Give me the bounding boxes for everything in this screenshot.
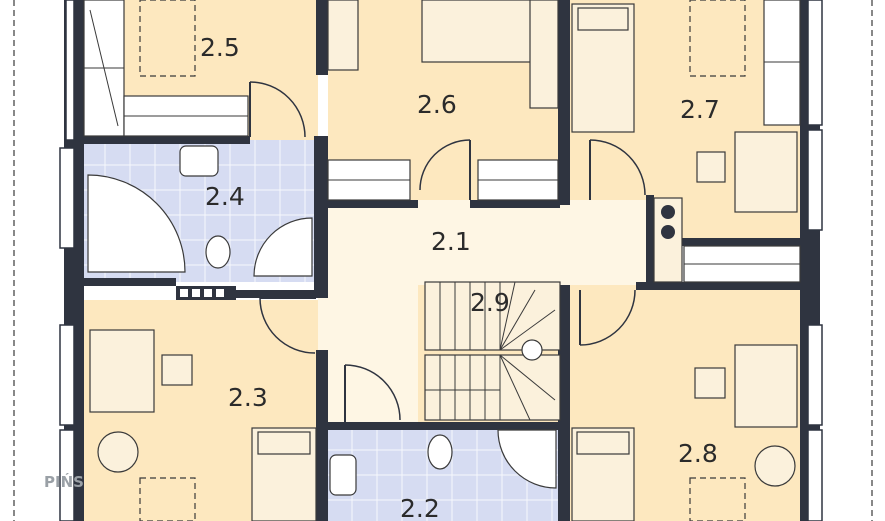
wall-2-5-2-6 (316, 0, 328, 75)
room-2-6-furniture (327, 0, 559, 201)
window-2-7 (807, 0, 823, 126)
sink-2-4 (179, 145, 219, 177)
room-label-2-4: 2.4 (205, 182, 245, 211)
chair-2-3 (161, 354, 193, 386)
room-2-1-lower-floor (318, 285, 418, 425)
wall-2-6-2-7 (558, 0, 570, 205)
interior-walls (82, 0, 802, 521)
pillow-2-3 (257, 431, 311, 455)
door-arc-2-5 (249, 81, 306, 138)
corner-bathtub-2-4 (87, 174, 186, 273)
wall-2-7-left-lower (646, 195, 654, 290)
door-arc-2-8 (579, 289, 636, 346)
room-label-2-2: 2.2 (400, 494, 440, 521)
shower-2-2 (497, 429, 557, 489)
room-label-2-3: 2.3 (228, 383, 268, 412)
pillow-2-8 (576, 431, 630, 455)
rug-2-7 (689, 0, 746, 77)
wall-2-7-bottom (650, 238, 802, 246)
room-2-1-floor (318, 200, 653, 290)
shower-2-4 (253, 217, 313, 277)
stair-top-flight (424, 281, 561, 351)
wall-2-8-left (558, 285, 570, 521)
room-label-2-6: 2.6 (417, 90, 457, 119)
windows (59, 0, 823, 521)
window-2-5 (65, 0, 75, 141)
toilet-2-2 (427, 434, 453, 470)
pillow-2-7 (577, 7, 629, 31)
wall-2-6-bottom-r (470, 200, 560, 208)
watermark-logo: PIŃS (44, 472, 84, 491)
room-2-2-fixtures (329, 429, 557, 496)
window-2-3 (59, 324, 75, 426)
staircase (424, 281, 561, 421)
room-2-8-furniture (571, 344, 798, 521)
dresser-2-6 (327, 0, 359, 71)
desk-2-8 (734, 344, 798, 428)
stair-newel (521, 339, 543, 361)
window-2-8-lower (807, 429, 823, 521)
wall-2-2-top (328, 422, 568, 430)
wall-2-4-bottom-r (236, 290, 328, 298)
desk-2-3 (89, 329, 155, 413)
room-2-7-furniture (571, 0, 801, 283)
rug-2-8 (689, 477, 746, 521)
sink-2-2 (329, 454, 357, 496)
nightstand-2-6 (529, 0, 559, 109)
window-2-3-lower (59, 429, 75, 521)
desk-2-7 (734, 131, 798, 213)
room-labels: 2.5 2.6 2.7 2.4 2.1 2.9 2.3 2.8 2.2 (200, 33, 720, 521)
room-label-2-9: 2.9 (470, 288, 510, 317)
room-label-2-8: 2.8 (678, 439, 718, 468)
room-label-2-1: 2.1 (431, 227, 471, 256)
doors (249, 81, 646, 422)
chair-2-8 (694, 367, 726, 399)
wall-2-7-closet-bottom (650, 282, 802, 290)
door-arc-2-3 (259, 297, 316, 354)
window-2-7-lower (807, 129, 823, 231)
door-arc-2-6 (419, 139, 471, 191)
wall-2-4-right (314, 136, 328, 296)
wall-2-5-bottom (82, 136, 250, 144)
wall-2-6-bottom-l (328, 200, 418, 208)
window-2-8 (807, 324, 823, 426)
bed-2-6 (421, 0, 533, 63)
rug-2-3 (139, 477, 196, 521)
wall-2-8-top (636, 282, 656, 290)
wall-2-3-right (316, 350, 328, 521)
armchair-2-8 (754, 445, 796, 487)
stair-bottom-flight (424, 354, 561, 421)
door-arc-2-2 (344, 364, 401, 421)
chair-2-7 (696, 151, 726, 183)
door-arc-2-7 (589, 139, 646, 196)
room-label-2-7: 2.7 (680, 95, 720, 124)
toilet-2-4 (205, 235, 231, 269)
room-2-5-furniture (83, 0, 249, 137)
armchair-2-3 (97, 431, 139, 473)
room-2-4-fixtures (87, 145, 313, 300)
rug-2-5 (139, 0, 196, 77)
window-2-4 (59, 147, 75, 249)
wall-2-4-bottom (82, 278, 176, 286)
room-2-3-furniture (89, 329, 317, 521)
room-label-2-5: 2.5 (200, 33, 240, 62)
